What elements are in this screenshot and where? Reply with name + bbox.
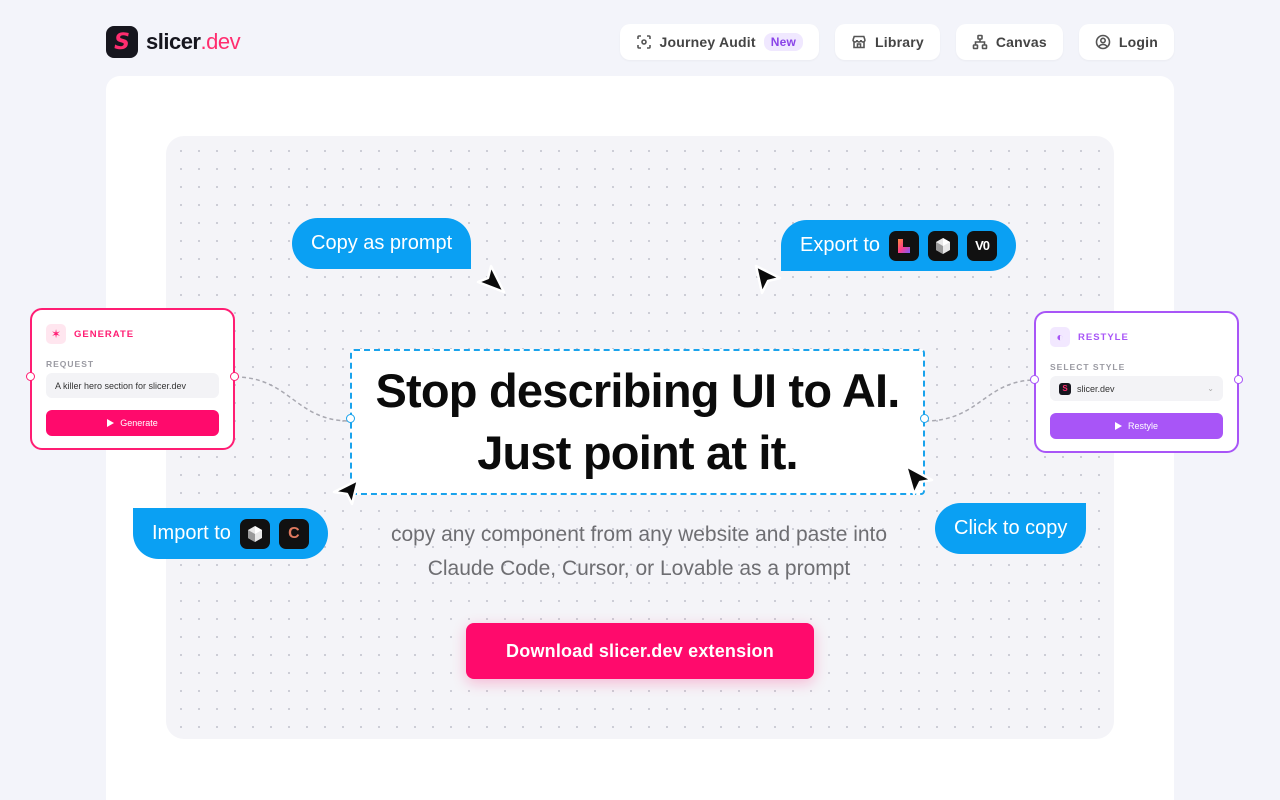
subtitle-line-2: Claude Code, Cursor, or Lovable as a pro… xyxy=(427,557,851,580)
import-to-bubble: Import to C xyxy=(133,508,328,559)
generate-button-label: Generate xyxy=(120,418,158,428)
generate-node-title: GENERATE xyxy=(74,328,135,340)
nav-journey-audit-button[interactable]: Journey Audit New xyxy=(619,24,819,60)
nav-canvas-button[interactable]: Canvas xyxy=(955,24,1063,60)
request-label: REQUEST xyxy=(46,359,95,369)
style-select[interactable]: S slicer.dev ⌄ xyxy=(1050,376,1223,401)
new-badge: New xyxy=(763,33,803,51)
claude-code-icon: C xyxy=(278,518,309,549)
request-input-value: A killer hero section for slicer.dev xyxy=(55,380,187,391)
chevron-down-icon: ⌄ xyxy=(1207,384,1214,393)
scan-icon xyxy=(636,35,651,49)
slicer-logo-icon: S xyxy=(106,26,138,58)
brand-logo[interactable]: S slicer.dev xyxy=(106,26,241,58)
cursor-icon xyxy=(239,518,270,549)
selection-handle-right[interactable] xyxy=(920,414,929,423)
store-icon xyxy=(852,35,866,49)
hero-subtitle: copy any component from any website and … xyxy=(350,518,928,586)
sitemap-icon xyxy=(972,34,988,50)
download-extension-button[interactable]: Download slicer.dev extension xyxy=(466,623,814,679)
nav-canvas-label: Canvas xyxy=(995,34,1047,50)
pointer-cursor-icon xyxy=(474,262,508,296)
export-to-bubble: Export to V0 xyxy=(781,220,1017,271)
pointer-cursor-icon xyxy=(330,474,364,508)
node-port-left[interactable] xyxy=(26,372,35,381)
pointer-cursor-icon xyxy=(902,462,936,496)
copy-as-prompt-bubble: Copy as prompt xyxy=(292,218,472,269)
pointer-cursor-icon xyxy=(750,262,784,296)
nav-library-button[interactable]: Library xyxy=(835,24,940,60)
v0-icon: V0 xyxy=(967,230,998,261)
selection-handle-left[interactable] xyxy=(346,414,355,423)
style-select-value: slicer.dev xyxy=(1077,383,1115,394)
copy-as-prompt-label: Copy as prompt xyxy=(311,232,453,254)
nav-login-label: Login xyxy=(1118,34,1158,50)
cursor-icon xyxy=(928,230,959,261)
restyle-button-label: Restyle xyxy=(1127,421,1158,431)
headline-selection[interactable]: Stop describing UI to AI. Just point at … xyxy=(346,349,929,495)
nav-login-button[interactable]: Login xyxy=(1078,24,1174,60)
site-header: S slicer.dev Journey Audit New Library C… xyxy=(0,0,1280,76)
select-style-label: SELECT STYLE xyxy=(1050,362,1126,372)
restyle-button[interactable]: Restyle xyxy=(1050,413,1223,439)
restyle-node[interactable]: ◐ RESTYLE SELECT STYLE S slicer.dev ⌄ Re… xyxy=(1030,311,1243,453)
sparkle-icon: ✶ xyxy=(46,324,66,344)
headline-line-1: Stop describing UI to AI. xyxy=(375,364,901,417)
subtitle-line-1: copy any component from any website and … xyxy=(390,523,888,546)
import-to-label: Import to xyxy=(152,522,231,544)
style-select-value-wrap: S slicer.dev xyxy=(1059,382,1115,395)
restyle-node-title: RESTYLE xyxy=(1078,331,1129,343)
request-input[interactable]: A killer hero section for slicer.dev xyxy=(46,373,219,398)
generate-node[interactable]: ✶ GENERATE REQUEST A killer hero section… xyxy=(26,308,239,450)
lovable-icon xyxy=(889,230,920,261)
node-port-right[interactable] xyxy=(1234,375,1243,384)
generate-node-header: ✶ GENERATE xyxy=(46,324,219,344)
brand-name: slicer.dev xyxy=(146,29,241,54)
restyle-node-header: ◐ RESTYLE xyxy=(1050,327,1223,347)
headline-line-2: Just point at it. xyxy=(477,426,798,479)
nav-journey-audit-label: Journey Audit xyxy=(659,34,756,50)
play-icon xyxy=(107,419,115,427)
export-to-label: Export to xyxy=(800,234,881,256)
generate-button[interactable]: Generate xyxy=(46,410,219,436)
palette-icon: ◐ xyxy=(1050,327,1070,347)
node-port-left[interactable] xyxy=(1030,375,1039,384)
play-icon xyxy=(1114,422,1122,430)
node-port-right[interactable] xyxy=(230,372,239,381)
slicer-logo-icon: S xyxy=(1059,382,1071,395)
user-circle-icon xyxy=(1095,34,1111,50)
click-to-copy-bubble: Click to copy xyxy=(935,503,1087,554)
click-to-copy-label: Click to copy xyxy=(954,517,1068,539)
top-nav: Journey Audit New Library Canvas Login xyxy=(619,24,1174,60)
nav-library-label: Library xyxy=(875,34,924,50)
